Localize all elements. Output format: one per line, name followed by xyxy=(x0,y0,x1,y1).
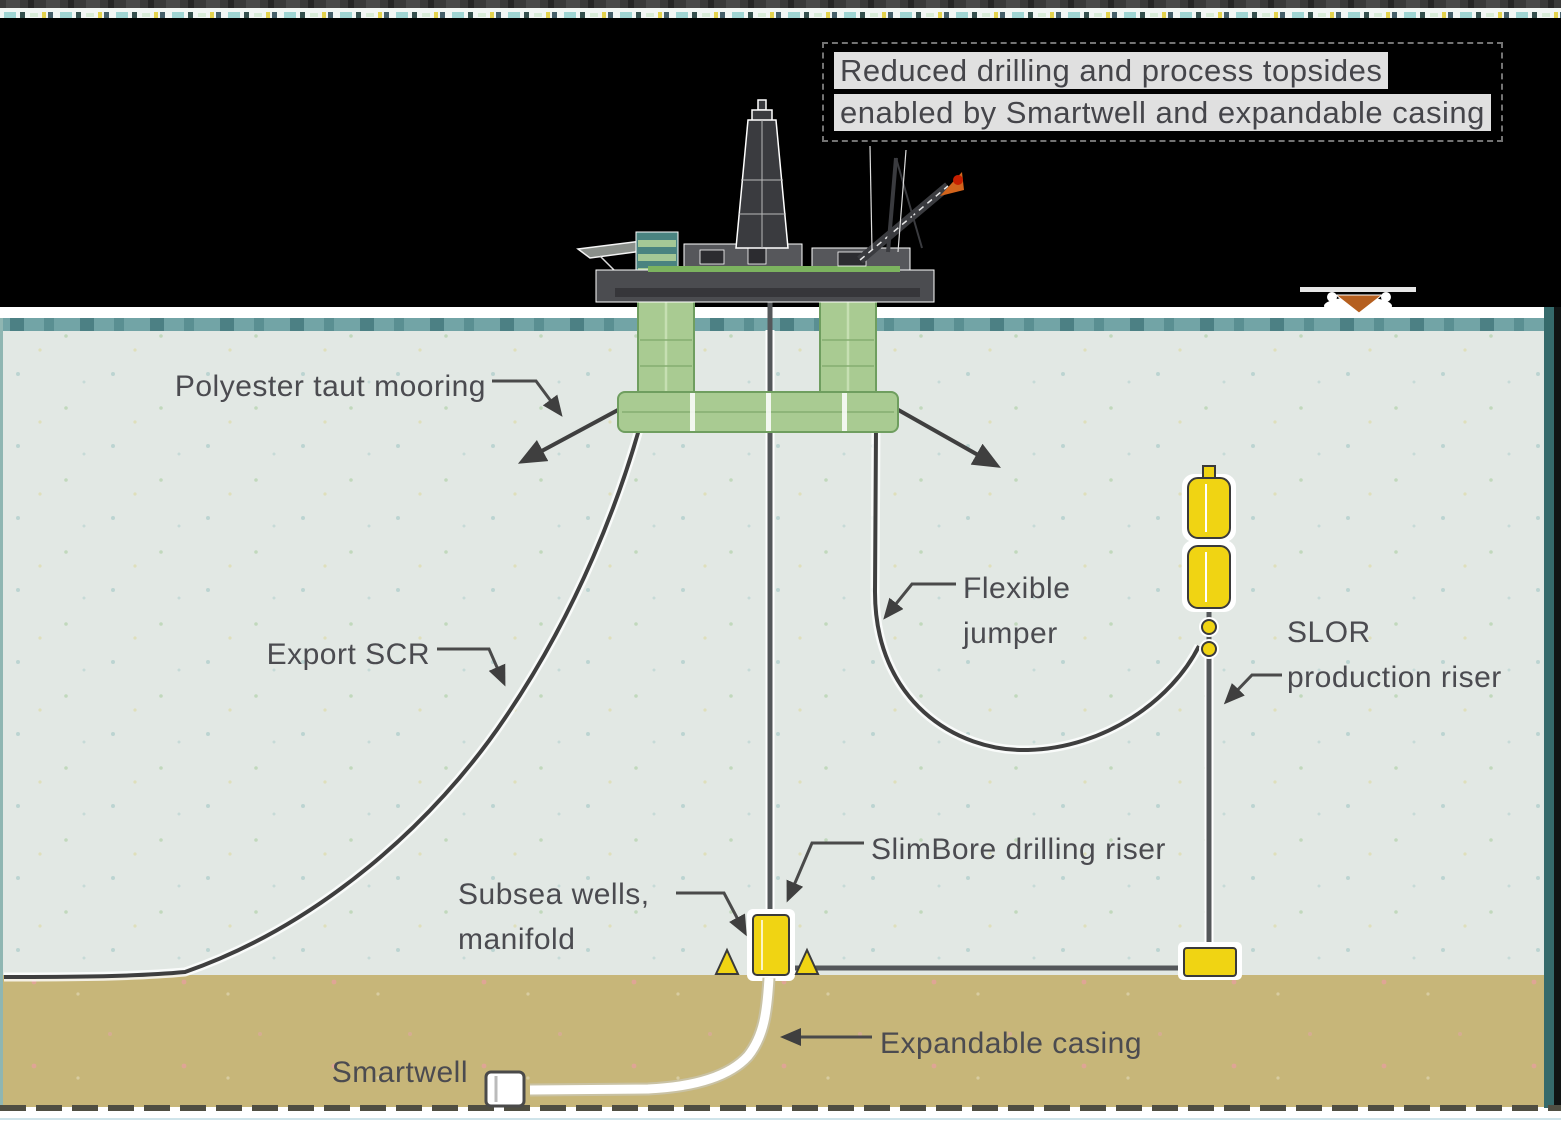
quarters-band xyxy=(638,240,676,247)
seabed-cone-right xyxy=(794,947,820,975)
deck-green-edge xyxy=(648,266,900,272)
surface-buoy xyxy=(1300,287,1416,315)
right-border xyxy=(1544,307,1556,1108)
quarters-band2 xyxy=(638,254,676,261)
label-smartwell: Smartwell xyxy=(331,1056,468,1089)
buoy-nub-right xyxy=(1381,292,1391,302)
label-subsea-wells: Subsea wells, manifold xyxy=(458,872,650,962)
connector-upper xyxy=(1201,619,1217,635)
wellhead-body xyxy=(752,914,790,976)
crane-cable2 xyxy=(897,149,907,253)
caption-box: Reduced drilling and process topsides en… xyxy=(822,42,1503,142)
flare-boom xyxy=(857,172,964,264)
label-export-scr: Export SCR xyxy=(266,638,430,671)
label-polyester-mooring: Polyester taut mooring xyxy=(174,370,486,403)
label-slimbore-riser: SlimBore drilling riser xyxy=(871,833,1166,866)
casing-body xyxy=(529,977,774,1095)
export-scr-leader-arrow xyxy=(437,647,506,687)
slor-base-body xyxy=(1183,947,1237,977)
label-slor-riser: SLOR production riser xyxy=(1287,610,1502,700)
waterline xyxy=(0,307,1561,318)
crane-cable xyxy=(869,145,873,251)
derrick-lattice xyxy=(739,120,786,248)
flexible-jumper-leader-arrow xyxy=(883,582,956,620)
deck-container2 xyxy=(747,247,767,265)
derrick xyxy=(735,99,789,249)
pontoon-divider xyxy=(690,393,695,431)
smartwell-unit xyxy=(484,1070,526,1108)
slor-leader-arrow xyxy=(1223,673,1282,705)
derrick-tip xyxy=(757,99,767,111)
slimbore-leader-arrow xyxy=(786,841,864,903)
label-subsea-line2: manifold xyxy=(458,923,576,956)
caption-line-1: Reduced drilling and process topsides xyxy=(834,50,1491,92)
deck-container xyxy=(699,249,725,265)
flare-boom-lattice xyxy=(859,185,949,261)
export-scr-line xyxy=(3,394,653,982)
slor-connectors xyxy=(1199,617,1219,659)
flare-flame-tip xyxy=(953,175,963,185)
left-border xyxy=(0,318,3,1108)
seabed-cone-left xyxy=(714,947,740,975)
crane-boom xyxy=(895,157,923,249)
mooring-leader-arrow xyxy=(492,379,563,417)
slor-buoyancy-cans xyxy=(1182,465,1236,612)
slor-base xyxy=(1178,942,1242,980)
main-deck xyxy=(595,269,935,303)
pontoon-divider2 xyxy=(766,393,771,431)
top-ticker-strip xyxy=(0,8,1561,18)
connector-lower xyxy=(1201,641,1217,657)
top-bar xyxy=(0,0,1561,8)
subsea-wellhead xyxy=(747,909,795,981)
smartwell-body xyxy=(484,1070,526,1108)
flexible-jumper-line xyxy=(870,427,1204,755)
caption-line-2: enabled by Smartwell and expandable casi… xyxy=(834,92,1491,134)
label-expandable-casing: Expandable casing xyxy=(880,1027,1143,1060)
crane xyxy=(869,145,923,253)
crane-mast xyxy=(886,157,898,253)
buoyancy-can-lower xyxy=(1187,545,1231,609)
deck-underlip xyxy=(615,288,920,297)
label-slor-line1: SLOR xyxy=(1287,616,1371,649)
bottom-margin xyxy=(0,1111,1561,1124)
water-speckle xyxy=(0,331,1561,975)
semisub-platform xyxy=(576,99,964,433)
buoyancy-can-upper xyxy=(1187,477,1231,539)
label-slor-line2: production riser xyxy=(1287,661,1502,694)
buoy-float-line xyxy=(1300,287,1416,292)
expandable-casing-line xyxy=(529,977,776,1097)
buoy-cone xyxy=(1334,294,1384,314)
label-flexible-jumper-line2: jumper xyxy=(963,617,1058,650)
label-flexible-jumper-line1: Flexible xyxy=(963,572,1071,605)
buoy-nub-left xyxy=(1327,292,1337,302)
label-subsea-line1: Subsea wells, xyxy=(458,878,650,911)
seabed-speckle xyxy=(0,975,1561,1107)
label-flexible-jumper: Flexible jumper xyxy=(963,566,1070,656)
subsea-leader-arrow xyxy=(676,891,747,937)
waterline-teal-band xyxy=(0,318,1561,331)
right-edge xyxy=(1554,307,1561,1108)
pontoon-divider3 xyxy=(842,393,847,431)
